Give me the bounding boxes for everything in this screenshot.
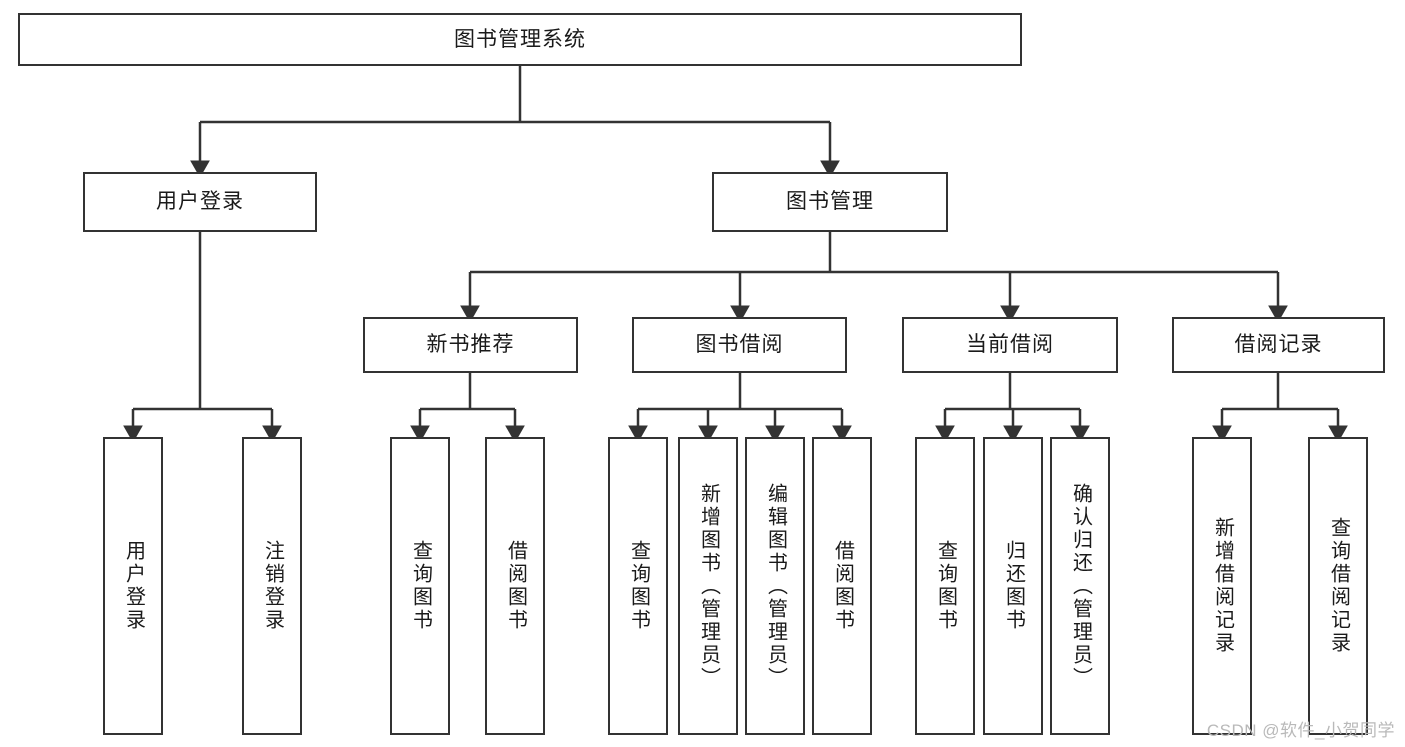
node-current-borrow[interactable]: 当前借阅 bbox=[902, 317, 1118, 373]
csdn-watermark: CSDN @软件_小贺同学 bbox=[1206, 721, 1395, 740]
leaf-query-book-recommend[interactable]: 查询图书 bbox=[390, 437, 450, 735]
leaf-query-book-borrow-label: 查询图书 bbox=[627, 540, 650, 632]
leaf-borrow-book[interactable]: 借阅图书 bbox=[812, 437, 872, 735]
leaf-logout-label: 注销登录 bbox=[261, 540, 284, 632]
leaf-query-book-current-label: 查询图书 bbox=[934, 540, 957, 632]
node-new-book-recommend-label: 新书推荐 bbox=[426, 333, 515, 357]
node-book-borrow[interactable]: 图书借阅 bbox=[632, 317, 847, 373]
node-book-management[interactable]: 图书管理 bbox=[712, 172, 948, 232]
leaf-return-book-label: 归还图书 bbox=[1002, 540, 1025, 632]
node-user-login-label: 用户登录 bbox=[156, 190, 244, 214]
node-current-borrow-label: 当前借阅 bbox=[966, 333, 1054, 357]
leaf-logout[interactable]: 注销登录 bbox=[242, 437, 302, 735]
leaf-edit-book-admin[interactable]: 编辑图书（管理员） bbox=[745, 437, 805, 735]
leaf-query-book-recommend-label: 查询图书 bbox=[409, 540, 432, 632]
leaf-borrow-book-recommend-label: 借阅图书 bbox=[504, 540, 527, 632]
node-book-borrow-label: 图书借阅 bbox=[695, 333, 784, 357]
leaf-user-login-label: 用户登录 bbox=[122, 540, 145, 632]
leaf-return-book[interactable]: 归还图书 bbox=[983, 437, 1043, 735]
leaf-add-borrow-record[interactable]: 新增借阅记录 bbox=[1192, 437, 1252, 735]
node-borrow-record[interactable]: 借阅记录 bbox=[1172, 317, 1385, 373]
leaf-borrow-book-label: 借阅图书 bbox=[831, 540, 854, 632]
leaf-query-book-current[interactable]: 查询图书 bbox=[915, 437, 975, 735]
node-user-login[interactable]: 用户登录 bbox=[83, 172, 317, 232]
leaf-add-book-admin-label: 新增图书（管理员） bbox=[697, 482, 720, 690]
leaf-confirm-return-admin-label: 确认归还（管理员） bbox=[1069, 482, 1092, 690]
node-borrow-record-label: 借阅记录 bbox=[1234, 333, 1323, 357]
leaf-query-book-borrow[interactable]: 查询图书 bbox=[608, 437, 668, 735]
leaf-add-borrow-record-label: 新增借阅记录 bbox=[1211, 517, 1234, 655]
node-new-book-recommend[interactable]: 新书推荐 bbox=[363, 317, 578, 373]
leaf-add-book-admin[interactable]: 新增图书（管理员） bbox=[678, 437, 738, 735]
leaf-query-borrow-record-label: 查询借阅记录 bbox=[1327, 517, 1350, 655]
leaf-user-login[interactable]: 用户登录 bbox=[103, 437, 163, 735]
node-root-label: 图书管理系统 bbox=[454, 27, 586, 51]
leaf-edit-book-admin-label: 编辑图书（管理员） bbox=[764, 482, 787, 690]
node-root[interactable]: 图书管理系统 bbox=[18, 13, 1022, 66]
leaf-query-borrow-record[interactable]: 查询借阅记录 bbox=[1308, 437, 1368, 735]
leaf-confirm-return-admin[interactable]: 确认归还（管理员） bbox=[1050, 437, 1110, 735]
leaf-borrow-book-recommend[interactable]: 借阅图书 bbox=[485, 437, 545, 735]
node-book-management-label: 图书管理 bbox=[786, 190, 874, 214]
